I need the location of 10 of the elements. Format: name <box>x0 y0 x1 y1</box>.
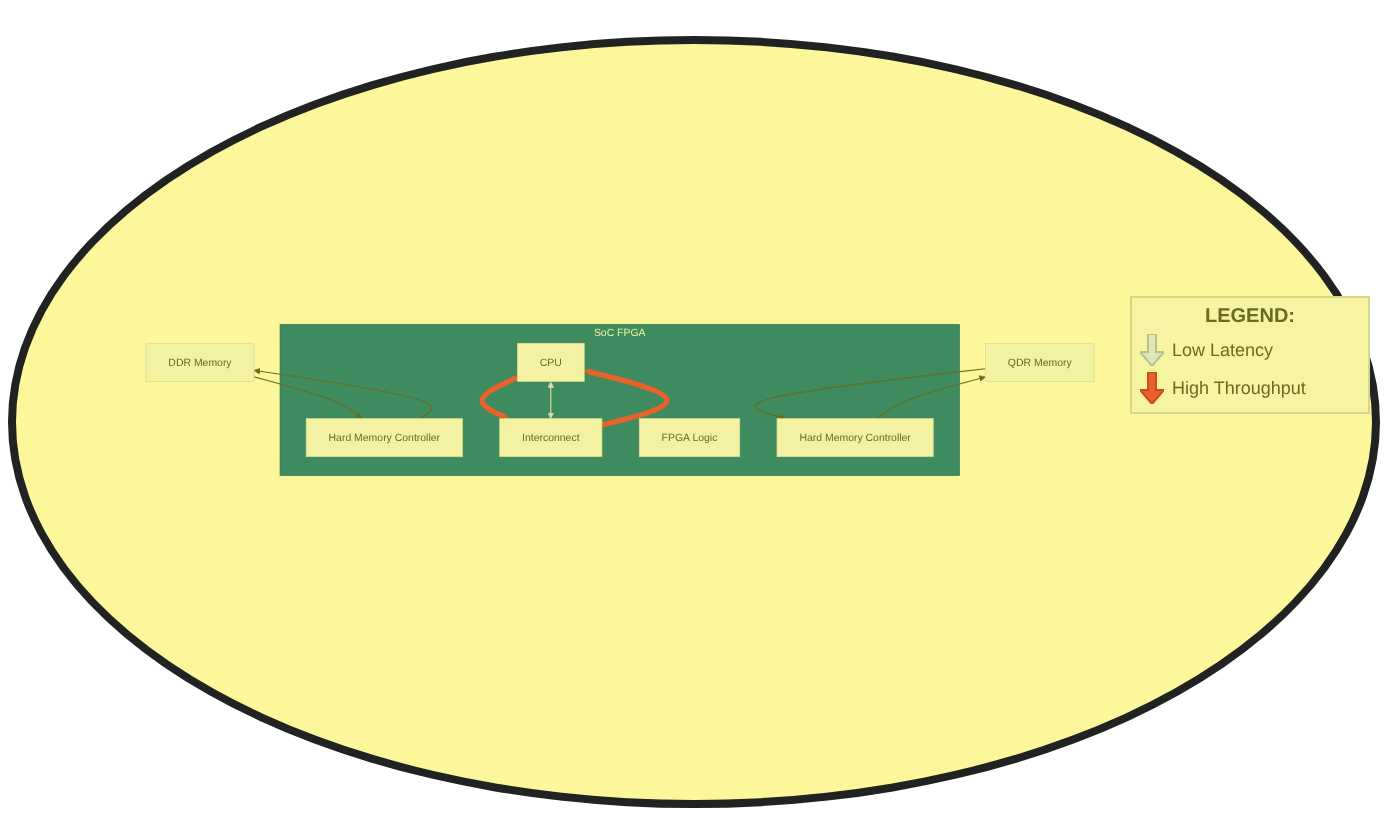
legend-heading: LEGEND: <box>1203 306 1297 328</box>
legend-text: Low Latency <box>1172 340 1274 360</box>
arrow <box>547 381 555 419</box>
arrow <box>583 368 670 428</box>
arrow <box>253 376 363 419</box>
arrow <box>479 375 519 420</box>
arrow <box>253 368 433 420</box>
arrow <box>754 368 986 421</box>
legend-text: High Throughput <box>1172 378 1306 398</box>
arrow <box>877 375 986 420</box>
